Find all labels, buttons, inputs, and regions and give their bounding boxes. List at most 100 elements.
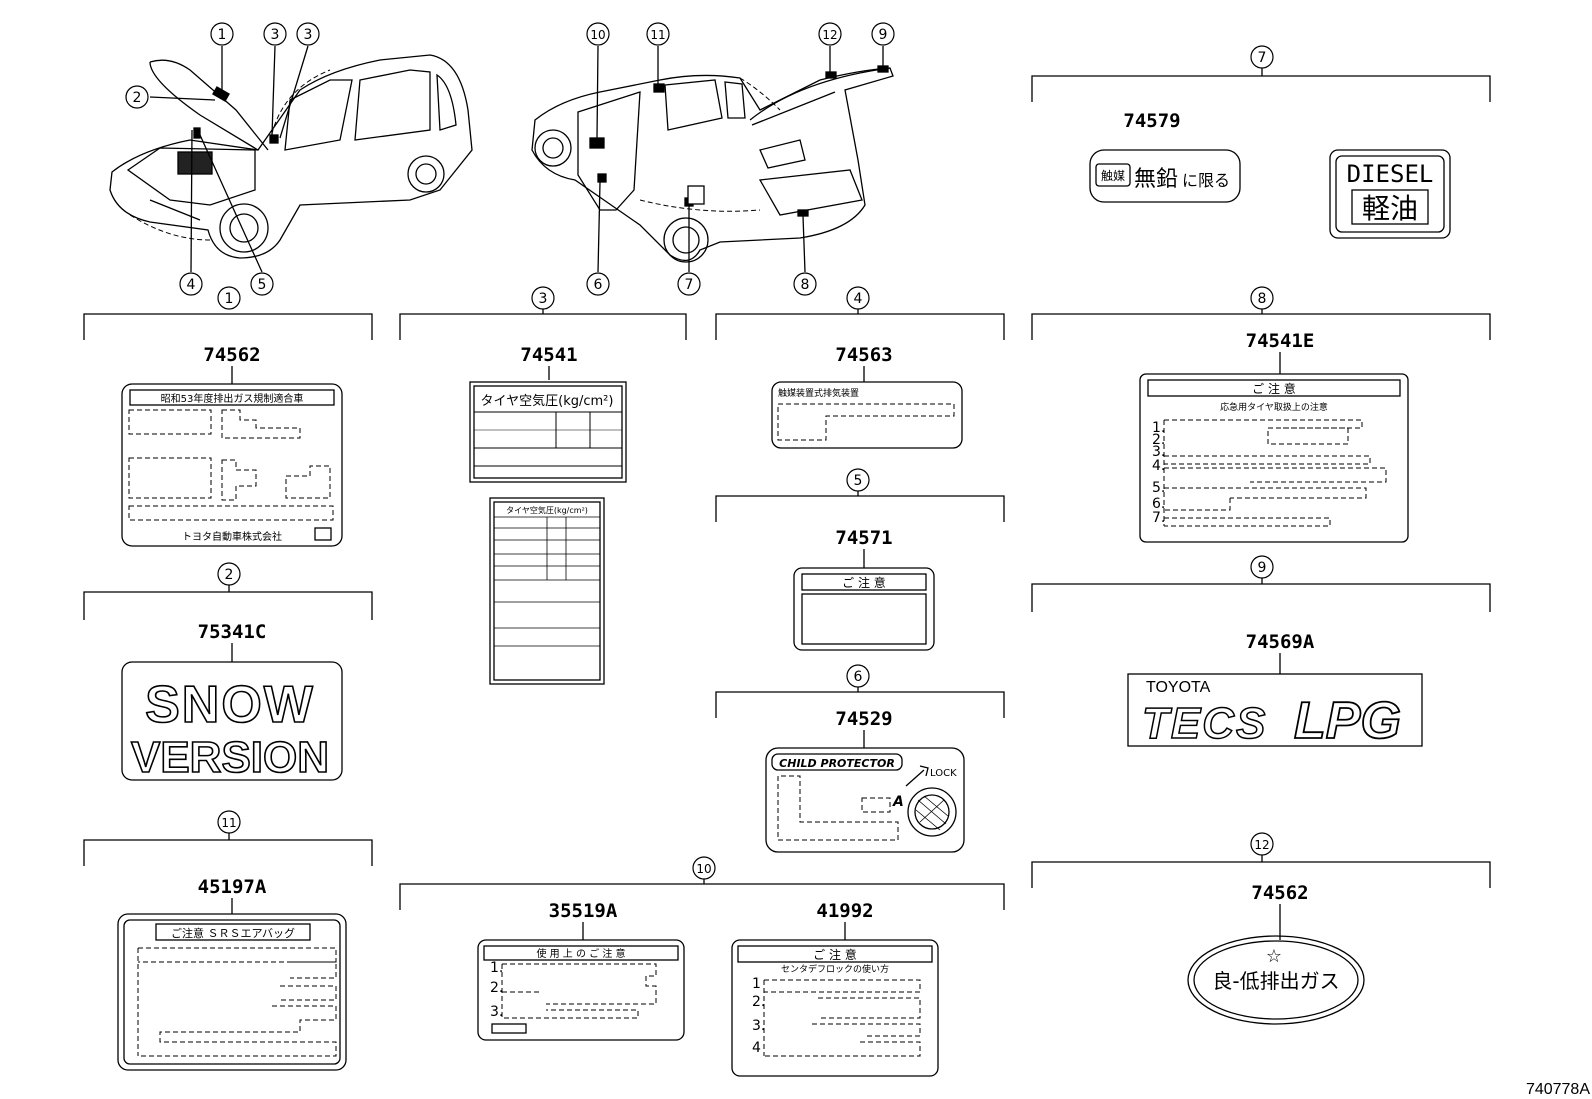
part-leaders [231,352,1281,940]
section-2-callout: 2 [225,567,234,583]
label-74529-child-protector: CHILD PROTECTOR LOCK A [765,747,965,853]
svg-text:2.: 2. [1152,432,1165,448]
callout-9a: 9 [879,27,888,43]
low-emission-text: 良-低排出ガス [1212,969,1339,993]
label-74563-catalyst: 触媒装置式排気装置 [771,381,963,449]
callout-8a: 8 [801,277,810,293]
svg-text:1.: 1. [490,960,503,976]
marker-a: A [892,794,904,810]
unleaded-text-b: に限る [1182,171,1230,190]
callout-11a: 11 [650,28,665,42]
caution-title-74541E: ご 注 意 [1252,381,1296,396]
svg-text:2.: 2. [752,994,765,1010]
srs-airbag-title: ご注意 ＳＲＳエアバッグ [171,926,295,940]
emission-label-maker: トヨタ自動車株式会社 [182,530,282,543]
part-74541E: 74541E [1246,330,1315,352]
svg-text:6.: 6. [1152,496,1165,512]
section-6-callout: 6 [854,669,863,685]
svg-text:7.: 7. [1152,510,1165,526]
part-41992: 41992 [816,900,873,922]
section-4-callout: 4 [854,291,863,307]
label-74571-caution: ご 注 意 [793,567,935,651]
callout-5a: 5 [258,277,267,293]
callout-1-heading: 1 [225,291,234,307]
section-callouts: 3 4 8 2 5 6 7 9 11 10 12 [217,45,1274,880]
label-74562-emission: 昭和53年度排出ガス規制適合車 トヨタ自動車株式会社 [121,383,343,547]
emission-label-title: 昭和53年度排出ガス規制適合車 [161,392,304,405]
section-3-callout: 3 [539,291,548,307]
snow-text: SNOW [145,676,315,734]
label-74579-unleaded: 触媒 無鉛 に限る [1089,149,1241,203]
catalyst-title: 触媒装置式排気装置 [778,387,859,399]
tecs-text: TECS [1142,699,1267,748]
car-front-view [109,54,473,259]
car-rear-view [531,65,894,263]
section-brackets [83,68,1491,910]
center-lock-title: センタデフロックの使い方 [781,963,889,975]
label-74562-low-emission: ☆ 良-低排出ガス [1187,935,1365,1025]
section-10-callout: 10 [696,862,711,876]
section-12-callout: 12 [1254,838,1269,852]
part-74529: 74529 [835,708,892,730]
svg-text:1: 1 [752,976,761,992]
callout-3a: 3 [271,27,280,43]
label-75341C-snow-version: SNOW VERSION [121,661,343,783]
tire-pressure-title: タイヤ空気圧(kg/cm²) [481,393,614,409]
part-45197A: 45197A [198,876,267,898]
star-mark: ☆ [1266,946,1282,967]
section-8-callout: 8 [1258,291,1267,307]
callout-6a: 6 [594,277,603,293]
lock-label: LOCK [930,768,957,779]
label-41992-center-lock: ご 注 意 センタデフロックの使い方 1 2. 3. 4 [731,939,939,1077]
part-75341C: 75341C [198,621,267,643]
diesel-jp: 軽油 [1362,192,1418,225]
label-74569A-tecs-lpg: TOYOTA TECS LPG [1127,673,1423,751]
section-5-callout: 5 [854,473,863,489]
toyota-text: TOYOTA [1146,679,1211,696]
label-74541-tire-pressure-small: タイヤ空気圧(kg/cm²) [489,497,605,685]
caution-title-41992: ご 注 意 [813,947,857,962]
callout-3b: 3 [304,27,313,43]
child-protector-title: CHILD PROTECTOR [779,757,895,770]
version-text: VERSION [131,733,329,782]
section-11-callout: 11 [221,816,236,830]
svg-text:2.: 2. [490,980,503,996]
part-74562-b: 74562 [1251,882,1308,904]
callout-10a: 10 [590,28,605,42]
label-74541-tire-pressure: タイヤ空気圧(kg/cm²) [469,381,627,483]
svg-text:1.: 1. [1152,420,1165,436]
part-74569A: 74569A [1246,631,1315,653]
callout-12a: 12 [822,28,837,42]
svg-text:4: 4 [752,1040,761,1056]
callout-2a: 2 [133,90,142,106]
callout-7a: 7 [685,277,694,293]
svg-text:3.: 3. [752,1018,765,1034]
diesel-en: DIESEL [1347,160,1434,188]
lpg-text: LPG [1294,692,1401,750]
part-74562: 74562 [203,344,260,366]
callouts-car-front: 1 2 3 3 4 5 1 [125,22,320,310]
part-35519A: 35519A [549,900,618,922]
label-45197A-srs-airbag: ご注意 ＳＲＳエアバッグ [117,913,347,1071]
svg-text:5.: 5. [1152,480,1165,496]
callout-1a: 1 [218,27,227,43]
part-74541: 74541 [520,344,577,366]
section-9-callout: 9 [1258,560,1267,576]
svg-text:3.: 3. [1152,444,1165,460]
caution-title-74571: ご 注 意 [842,575,886,590]
part-74579: 74579 [1123,110,1180,132]
label-diesel: DIESEL 軽油 [1329,149,1451,239]
part-74563: 74563 [835,344,892,366]
callouts-car-rear: 10 11 12 9 6 7 8 [586,22,895,296]
label-74541E-spare-tire: ご 注 意 応急用タイヤ取扱上の注意 1.2. 3.4. 5.6. 7. [1139,373,1409,543]
label-35519A-usage-caution: 使 用 上 の ご 注 意 1.2.3. [477,939,685,1041]
part-74571: 74571 [835,527,892,549]
svg-text:4.: 4. [1152,458,1165,474]
unleaded-text-a: 無鉛 [1134,167,1178,192]
section-7-callout: 7 [1258,50,1267,66]
svg-text:3.: 3. [490,1004,503,1020]
unleaded-badge: 触媒 [1101,169,1125,183]
part-numbers: 74562 74541 74563 74541E 75341C 74571 74… [198,110,1315,922]
drawing-code: 740778A [1526,1081,1590,1098]
